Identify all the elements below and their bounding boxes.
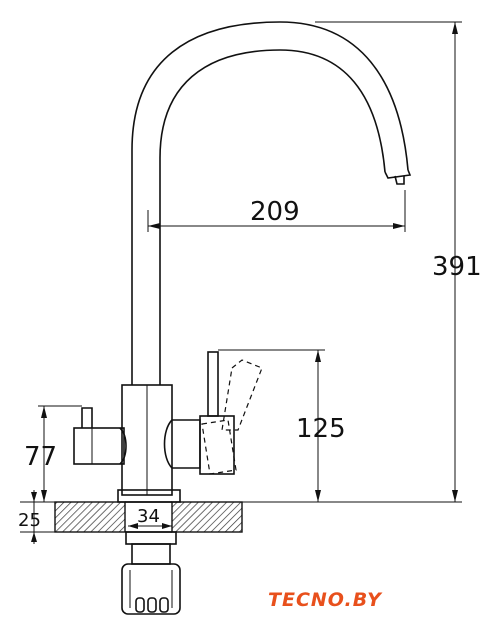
dim-label-77: 77 [24,442,57,472]
dim-label-391: 391 [432,252,482,282]
dim-base-thickness: 25 [18,490,56,544]
dim-shank-diameter: 34 [128,506,172,529]
logo-text: TECNO.BY [268,589,383,611]
countertop [54,501,243,533]
dim-label-25: 25 [18,510,41,531]
spout [131,21,412,385]
dim-label-34: 34 [137,506,160,527]
shank-and-nut [121,531,181,615]
dim-spout-reach: 209 [147,190,406,232]
dim-total-height: 391 [315,21,482,502]
lever-right [163,351,263,475]
dim-lever-height: 125 [218,349,346,502]
side-outlet-left [73,407,127,465]
faucet-body [117,384,181,503]
brand-logo: TECNO.BY [268,589,383,611]
dim-label-209: 209 [250,197,300,227]
dim-side-outlet: 77 [24,405,82,502]
dim-label-125: 125 [296,414,346,444]
